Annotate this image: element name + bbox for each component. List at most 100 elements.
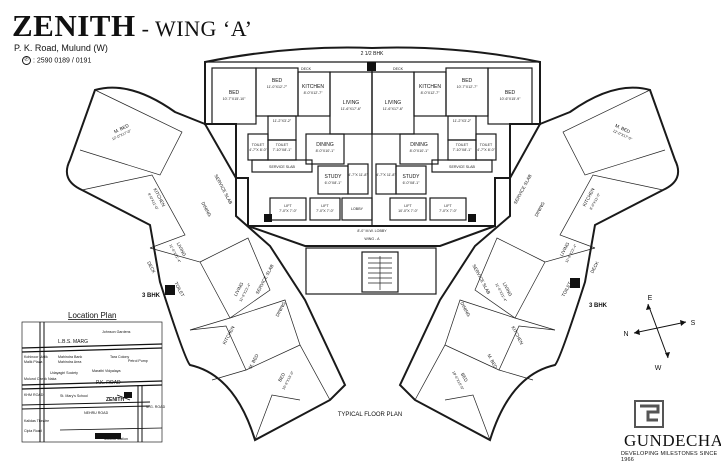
tl-toilet2-dim: 7'-10"X8'-1" [273,148,292,152]
tl-toilet1: TOILET [252,143,265,147]
zenith-site-marker [124,392,132,398]
tl-dining: DINING [316,142,334,148]
tr-kitchen-dim: 8'-0"X12'-7" [421,91,440,95]
lift-1-label: LIFT [284,204,292,208]
left-wing-type-label: 3 BHK [142,293,161,299]
loc-kohinoor-malik: Kohinoor Malik [24,355,48,359]
tl-bed1-dim: 10'-7"X15'-10" [223,97,246,101]
loc-marathi-vidyalaya: Marathi Vidyalaya [92,369,121,373]
tr-study-dim: 6'-0"X8'-1" [403,181,420,185]
tr-living-dim: 11'-6"X17'-6" [383,107,404,111]
station-marker [95,433,121,439]
compass-w: W [655,365,662,372]
loc-mahindra-area: Mahindra Area [58,360,81,364]
typical-floor-plan-label: TYPICAL FLOOR PLAN [338,412,402,418]
lift-4-label: LIFT [444,204,452,208]
tr-study: STUDY [403,174,421,180]
rw-service-2: SERVICE SLAB [471,264,491,296]
tl-bed1: BED [229,90,240,96]
loc-kalidas-theatre: Kalidas Theatre [24,419,49,423]
staircase [368,256,392,290]
rw-mbed-2: M. BED [486,353,498,370]
left-wing-3-bhk: M. BED 12'-0"X17'-0" KITCHEN 8'-0"X11'-0… [66,86,347,442]
loc-cipla-road: Cipla Road [24,429,42,433]
location-plan-title: Location Plan [68,311,116,320]
rw-toilet: TOILET [561,281,573,298]
lw-service-1: SERVICE SLAB [213,174,233,206]
tr-dining: DINING [410,142,428,148]
loc-zenith: ZENITH [106,397,124,403]
tr-passage-dim: 11'-2"X3'-2" [453,119,472,123]
lobby-wing: WING - A [364,237,380,241]
loc-udayagiri-society: Udayagiri Society [50,371,78,375]
tr-bed1: BED [462,78,473,84]
tr-bed2: BED [505,90,516,96]
lobby-area: 8'-0" M.W. LOBBY WING - A [247,225,496,295]
wing-name: - WING ‘A’ [135,16,253,41]
tr-bed1-dim: 10'-7"X12'-7" [457,85,478,89]
lift-1-dim: 7'-0"X 7'-0" [279,209,297,213]
top-block-type-label: 2 1/2 BHK [361,51,384,57]
loc-mg-road: M.G. ROAD [146,405,166,409]
tl-living-dim: 11'-6"X17'-6" [341,107,362,111]
tl-toilet2: TOILET [276,143,289,147]
duct-dim-right: 4'-7"X 11'-8" [376,173,396,177]
tl-kitchen-dim: 8'-0"X12'-7" [304,91,323,95]
rw-dining-1: DINING [534,201,546,218]
loc-petrol-pump: Petrol Pump [128,359,148,363]
loc-check-naka: Mulund Check Naka [24,377,56,381]
right-wing-type-label: 3 BHK [589,303,608,309]
loc-nehru-road: NEHRU ROAD [84,411,109,415]
tl-study: STUDY [325,174,343,180]
tr-service-slab: SERVICE SLAB [449,165,476,169]
tr-toilet1: TOILET [456,143,469,147]
loc-mahindra-bank: Mahindra Bank [58,355,82,359]
rw-mbed-1: M. BED [614,123,631,135]
rw-bed-2: BED [460,372,469,383]
project-name: ZENITH [12,8,136,43]
lw-bed-2: BED [277,371,286,382]
project-title: ZENITH - WING ‘A’ [12,8,253,44]
duct-dim-left: 4'-7"X 11'-8" [348,173,368,177]
lw-dining-1: DINING [200,201,212,218]
gundecha-logo-tagline: DEVELOPING MILESTONES SINCE 1966 [621,451,718,463]
loc-st-marys: St. Mary's School [60,394,88,398]
compass-n: N [623,331,628,338]
lift-4-dim: 7'-0"X 7'-0" [439,209,457,213]
tl-kitchen: KITCHEN [302,84,324,90]
lobby-width: 8'-0" M.W. LOBBY [357,229,387,233]
rw-deck: DECK [589,260,600,274]
top-block-2-5-bhk: 2 1/2 BHK DECK DECK BED 10'-7"X15'-10" B… [204,46,541,227]
project-phone: ✆ : 2590 0189 / 0191 [22,56,91,65]
rw-living-2: LIVING [502,281,514,297]
loc-tara-colony: Tara Colony [110,355,129,359]
phone-icon: ✆ [22,56,31,65]
lw-living-1: LIVING [176,241,188,257]
lw-living-2: LIVING [233,281,245,297]
lift-2-label: LIFT [321,204,329,208]
loc-johnson-gardens: Johnson Gardens [102,330,131,334]
loc-malik-plaza: Malik Plaza [24,360,42,364]
gundecha-logo-name: GUNDECHA [624,431,721,450]
lift-2-dim: 7'-0"X 7'-0" [316,209,334,213]
project-address: P. K. Road, Mulund (W) [14,43,108,53]
tr-bed2-dim: 10'-6"X15'-9" [500,97,521,101]
tl-living: LIVING [343,100,360,106]
rw-living-1: LIVING [559,241,571,257]
tl-passage-dim: 11'-2"X3'-2" [273,119,292,123]
tr-toilet2-dim: 4'-7"X 8'-0" [477,148,495,152]
tl-bed2-dim: 11'-0"X12'-7" [267,85,288,89]
top-left-deck: DECK [301,67,312,71]
rw-service-1: SERVICE SLAB [513,174,533,206]
tl-toilet1-dim: 4'-7"X 8'-0" [249,148,267,152]
compass-rose: E N S W [623,295,695,372]
rw-dining-2: DINING [459,301,471,318]
gundecha-logo-mark [634,400,664,428]
rw-kitchen-2: KITCHEN [510,325,524,345]
tl-dining-dim: 8'-0"X10'-1" [316,149,335,153]
loc-pk-road: P.K. ROAD [96,380,121,386]
lift-3-label: LIFT [404,204,412,208]
top-right-deck: DECK [393,67,404,71]
tr-living: LIVING [385,100,402,106]
